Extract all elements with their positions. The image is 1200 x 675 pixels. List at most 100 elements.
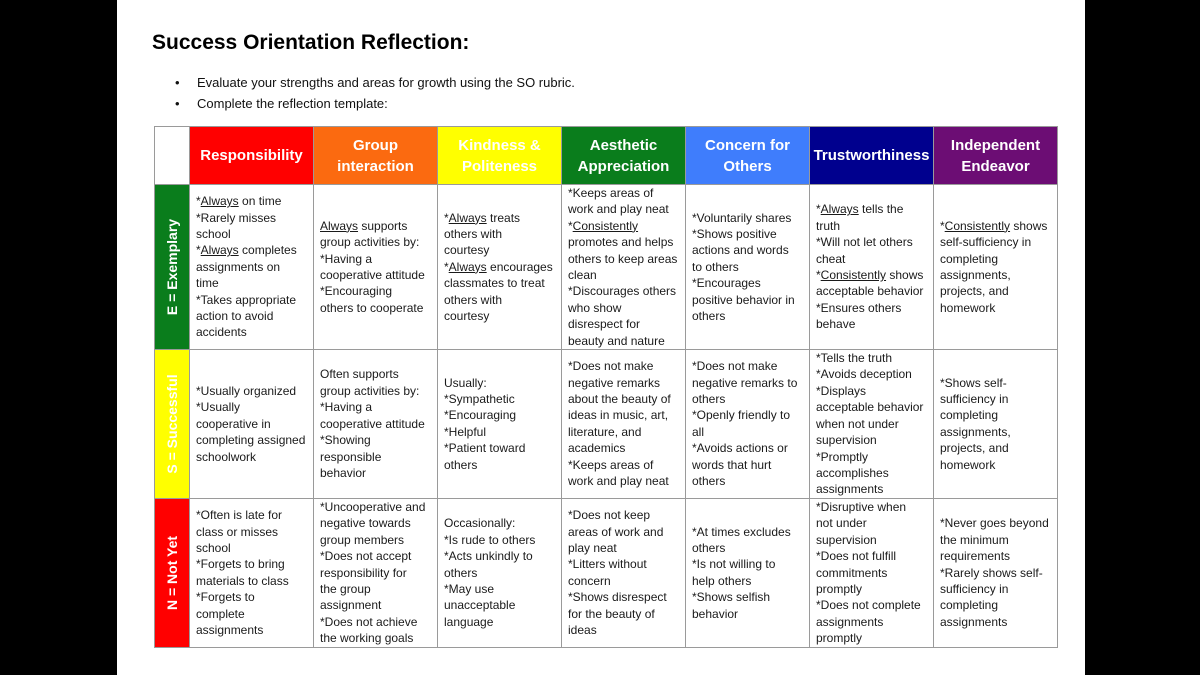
emphasis-word: Always	[200, 243, 239, 258]
criterion-line: responsibility for	[320, 565, 407, 580]
criterion-line: *Uncooperative and	[320, 499, 426, 514]
criterion-line: group members	[320, 532, 405, 547]
criterion-line: school	[196, 540, 231, 555]
criterion-line: *Consistently shows	[816, 268, 924, 283]
criterion-line: *Encouraging	[320, 284, 393, 299]
criterion-line: assignment	[320, 598, 382, 613]
criterion-line: *Ensures others	[816, 300, 902, 315]
criterion-line: sufficiency in	[940, 581, 1009, 596]
column-header-text: Kindness &	[458, 136, 541, 154]
row-label: S = Successful	[164, 374, 180, 474]
column-header-text: Endeavor	[961, 157, 1030, 175]
criterion-line: projects, and	[940, 284, 1009, 299]
criterion-line: school	[196, 227, 231, 242]
criterion-line: homework	[940, 300, 996, 315]
criterion-line: *Discourages others	[568, 284, 677, 299]
criterion-line: *Does not achieve	[320, 614, 418, 629]
criterion-line: negative towards	[320, 516, 411, 531]
criterion-line: *Promptly	[816, 449, 869, 464]
criterion-line: cooperative attitude	[320, 416, 425, 431]
column-header-responsibility: Responsibility	[189, 126, 314, 185]
criterion-line: complete	[196, 606, 245, 621]
criterion-line: academics	[568, 441, 626, 456]
criterion-line: *Shows disrespect	[568, 590, 667, 605]
criterion-line: others	[692, 540, 726, 555]
criterion-line: *Always treats	[444, 210, 521, 225]
criterion-line: schoolwork	[196, 449, 257, 464]
criterion-line: Occasionally:	[444, 516, 516, 531]
emphasis-word: Consistently	[572, 218, 639, 233]
criterion-line: concern	[568, 573, 611, 588]
criterion-line: *Keeps areas of	[568, 457, 654, 472]
criterion-line: courtesy	[444, 243, 490, 258]
row-label: E = Exemplary	[164, 218, 180, 316]
criterion-line: *Acts unkindly to	[444, 549, 533, 564]
criterion-line: promotes and helps	[568, 235, 674, 250]
criterion-line: *Will not let others	[816, 235, 913, 250]
criterion-line: *Always tells the	[816, 202, 904, 217]
criterion-line: not under	[816, 516, 867, 531]
rubric-cell: Occasionally:*Is rude to others*Acts unk…	[437, 497, 562, 648]
criterion-line: *Does not make	[692, 359, 778, 374]
criterion-line: time	[196, 276, 219, 291]
criterion-line: *Forgets to	[196, 590, 255, 605]
criterion-line: behavior	[692, 606, 739, 621]
criterion-line: *Takes appropriate	[196, 292, 297, 307]
criterion-line: supervision	[816, 433, 877, 448]
column-header-text: Concern for	[704, 136, 790, 154]
criterion-line: when not under	[816, 416, 899, 431]
criterion-line: action to avoid	[196, 309, 274, 324]
rubric-cell: *Tells the truth*Avoids deception*Displa…	[809, 349, 934, 499]
criterion-line: *Does not keep	[568, 508, 651, 523]
criterion-line: assignments	[816, 614, 884, 629]
criterion-line: *Encourages	[692, 276, 761, 291]
emphasis-word: Always	[320, 218, 359, 233]
criterion-line: promptly	[816, 631, 863, 646]
criterion-line: others to cooperate	[320, 300, 424, 315]
criterion-line: others with	[444, 227, 503, 242]
criterion-line: acceptable behavior	[816, 284, 924, 299]
criterion-line: Always supports	[320, 218, 408, 233]
criterion-line: assignments	[940, 614, 1008, 629]
corner-cell	[154, 126, 190, 185]
criterion-line: *Avoids deception	[816, 367, 912, 382]
criterion-line: *Consistently	[568, 218, 639, 233]
emphasis-word: Always	[820, 202, 859, 217]
criterion-line: *Usually	[196, 400, 241, 415]
criterion-line: *Openly friendly to	[692, 408, 791, 423]
criterion-line: commitments	[816, 565, 888, 580]
criterion-line: *Keeps areas of	[568, 186, 654, 200]
criterion-line: areas of work and	[568, 524, 664, 539]
rubric-row: E = Exemplary*Always on time*Rarely miss…	[154, 183, 1058, 351]
criterion-line: *Forgets to bring	[196, 557, 285, 572]
instruction-item: Evaluate your strengths and areas for gr…	[175, 73, 575, 94]
criterion-line: completing	[940, 598, 999, 613]
criterion-line: others	[444, 457, 478, 472]
criterion-line: actions and words	[692, 243, 789, 258]
criterion-line: *Always completes	[196, 243, 297, 258]
criterion-line: Usually:	[444, 375, 487, 390]
criterion-line: Often supports	[320, 367, 399, 382]
criterion-line: courtesy	[444, 309, 490, 324]
criterion-line: the working goals	[320, 631, 414, 646]
criterion-line: words that hurt	[692, 457, 772, 472]
criterion-line: homework	[940, 457, 996, 472]
criterion-line: behave	[816, 317, 856, 332]
criterion-line: requirements	[940, 549, 1011, 564]
criterion-line: others	[692, 392, 726, 407]
criterion-line: *Disruptive when	[816, 499, 907, 514]
criterion-line: completing	[940, 408, 999, 423]
criterion-line: *Displays	[816, 383, 867, 398]
